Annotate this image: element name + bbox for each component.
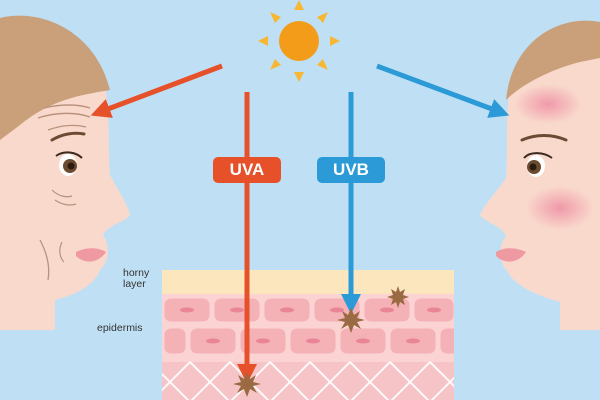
damage-spot-epidermis bbox=[337, 308, 365, 333]
horny-layer-label: horny layer bbox=[123, 267, 150, 290]
hair bbox=[0, 15, 110, 140]
skin-cross-section bbox=[162, 270, 454, 400]
damage-spot-epidermis-2 bbox=[387, 286, 409, 308]
epidermis-label: epidermis bbox=[97, 322, 143, 334]
epidermis-cells bbox=[162, 297, 454, 400]
uvb-arrow-to-face bbox=[376, 63, 510, 118]
sunburn-forehead bbox=[514, 84, 582, 124]
uvb-rays bbox=[341, 63, 510, 314]
left-lips bbox=[76, 248, 106, 262]
aged-face bbox=[0, 15, 130, 330]
sunburn-cheek bbox=[526, 186, 594, 230]
uva-rays bbox=[90, 63, 257, 384]
uvb-label: UVB bbox=[317, 157, 385, 183]
uva-label: UVA bbox=[213, 157, 281, 183]
damage-spot-dermis bbox=[233, 372, 261, 397]
hair bbox=[506, 20, 600, 101]
sunburned-face bbox=[480, 20, 600, 331]
sun-icon bbox=[258, 0, 340, 82]
horny-layer-band bbox=[162, 270, 454, 294]
uva-arrow-to-face bbox=[90, 63, 223, 118]
right-lips bbox=[496, 248, 526, 262]
